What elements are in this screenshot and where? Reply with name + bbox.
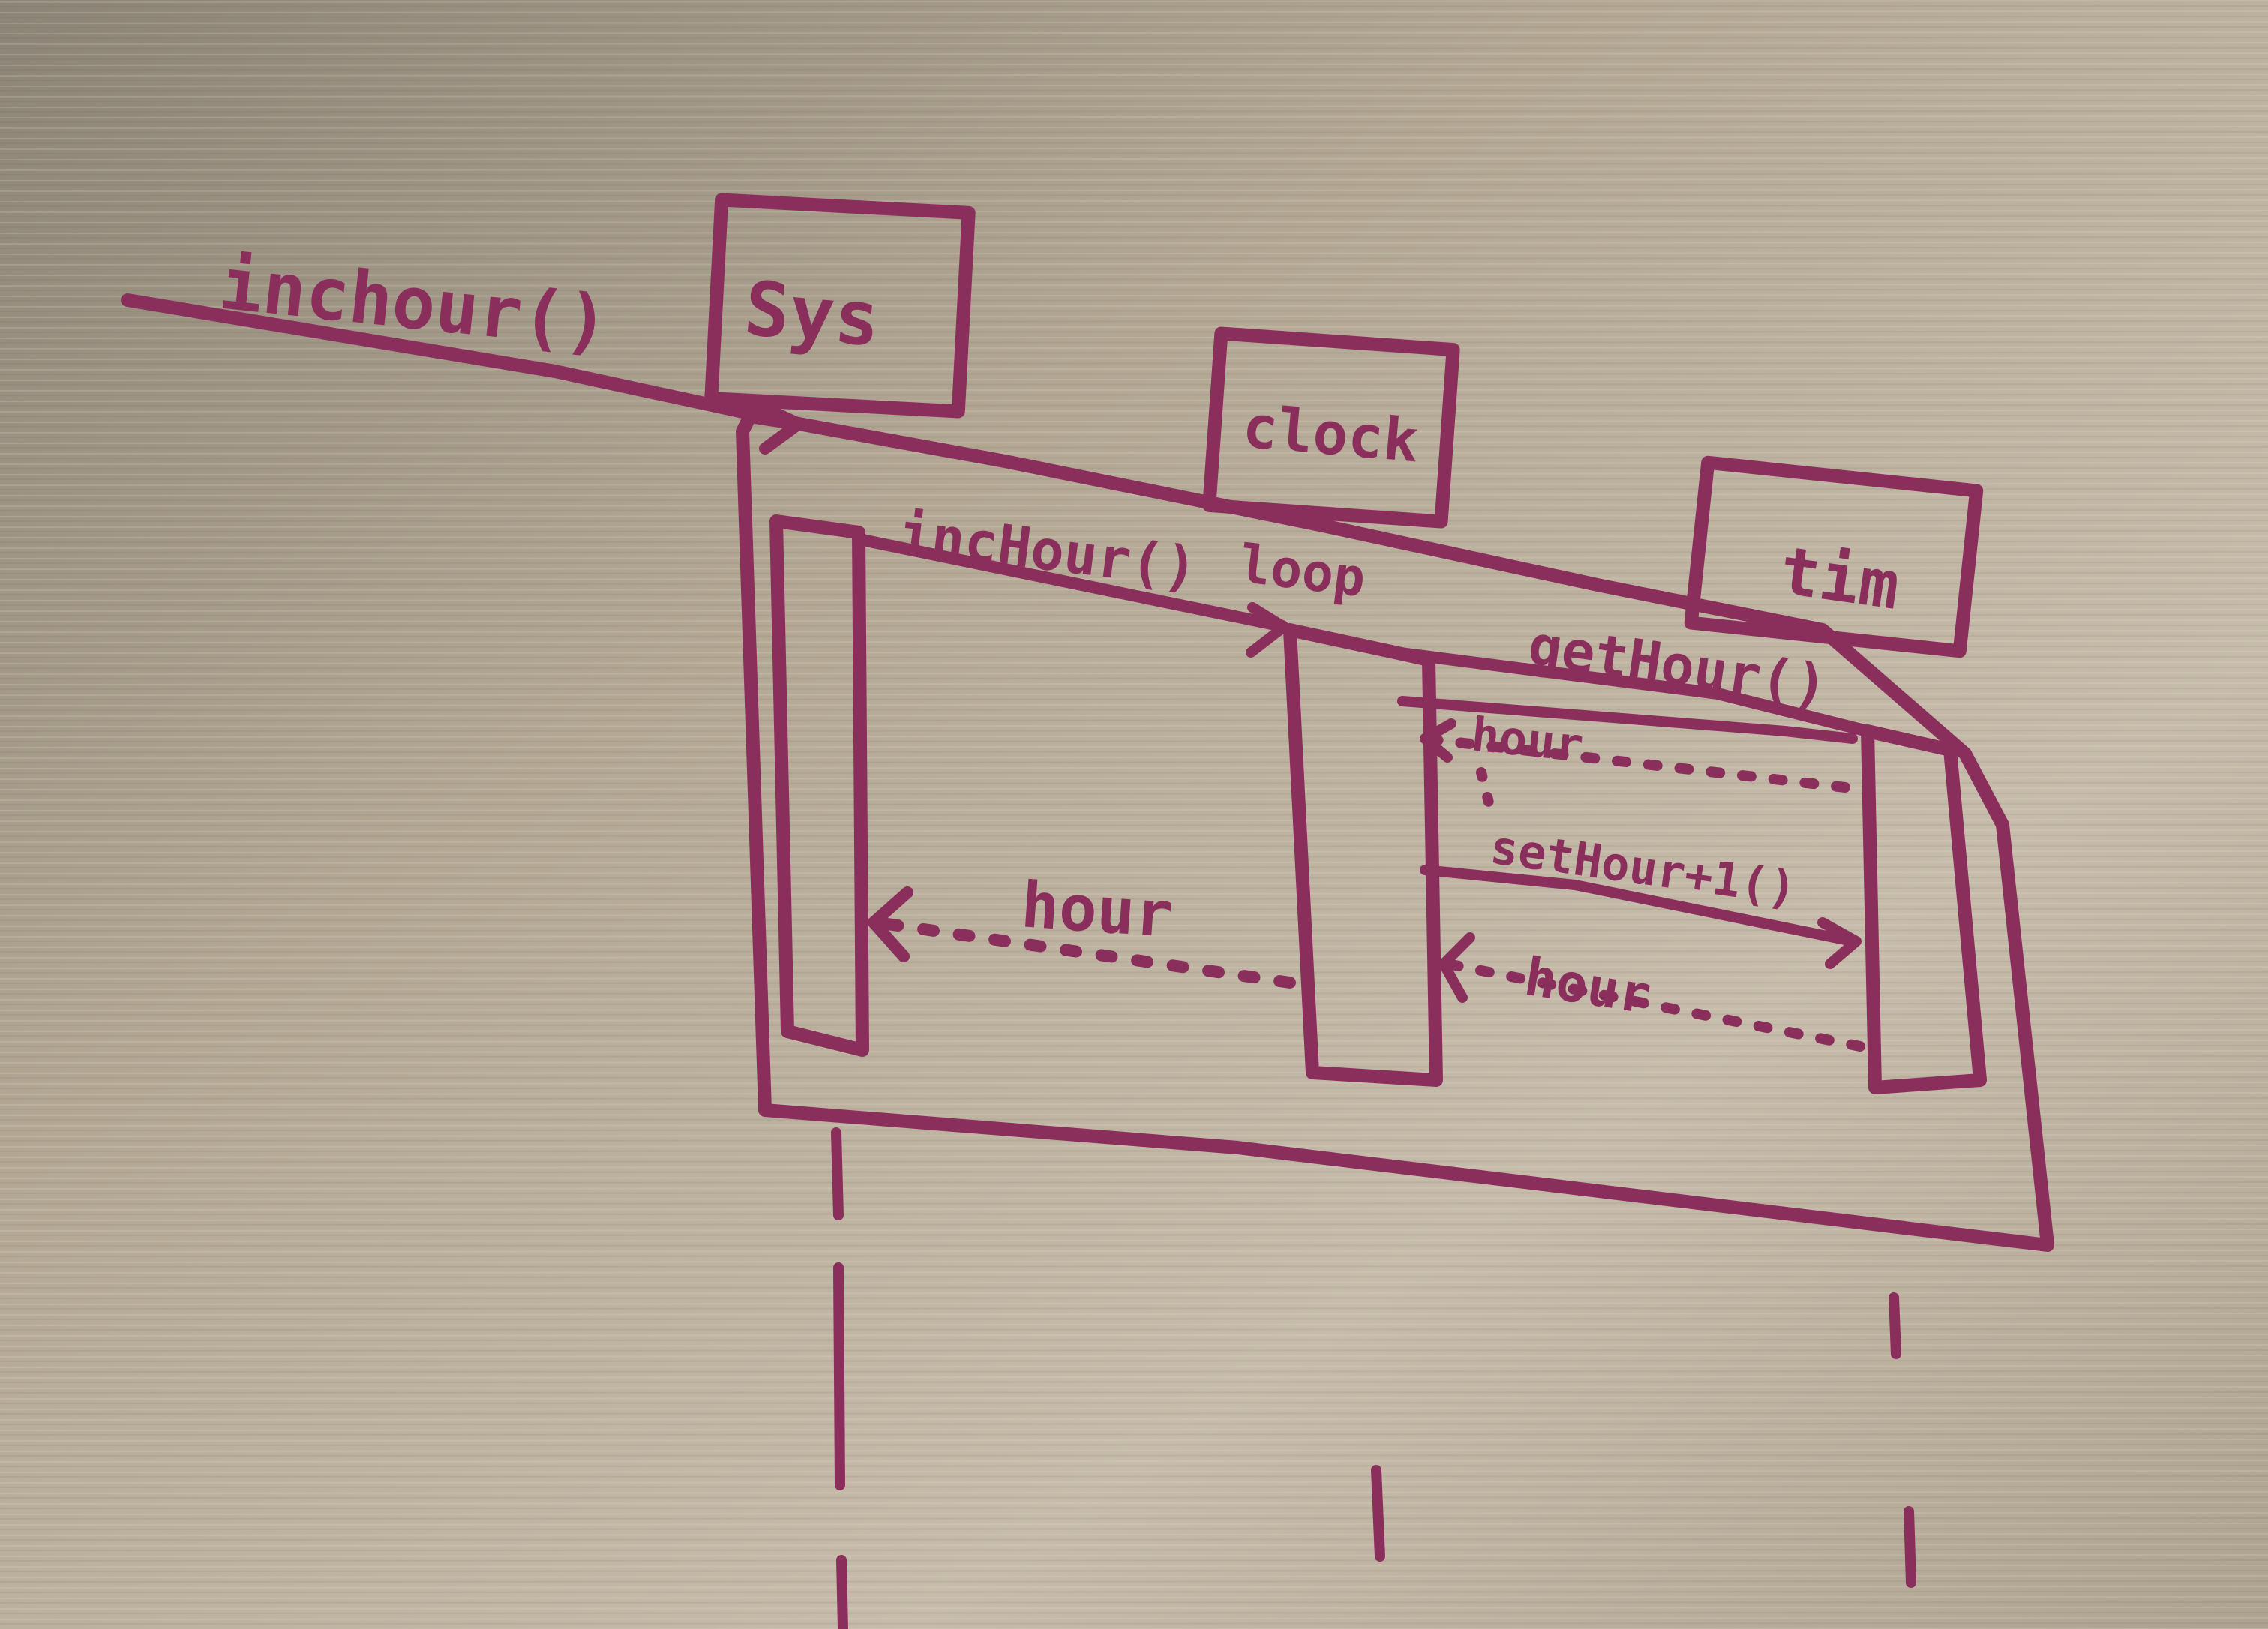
dotted-continuation (1476, 767, 1498, 823)
lifeline-clock-dashes (1371, 1465, 1385, 1562)
return-hour-2-arrowhead (1438, 932, 1475, 1003)
return-hour-1-arrow (1420, 734, 1850, 793)
lifeline-sys-label: Sys (741, 264, 884, 363)
caller-message-arrow (121, 293, 806, 430)
message-gethour-arrow (1397, 696, 1858, 744)
message-inchour-arrow (856, 534, 1288, 632)
return-hour-2-arrow (1442, 958, 1865, 1052)
lifeline-clock-box (1202, 326, 1460, 529)
message-inchour-arrowhead (1246, 602, 1289, 658)
return-hour-3-arrowhead (868, 886, 914, 962)
return-hour-3-arrow (872, 916, 1296, 988)
message-sethour-arrowhead (1817, 917, 1862, 969)
lifeline-sys-dashes (831, 1127, 848, 1629)
lifeline-time-label: tim (1775, 532, 1904, 625)
loop-frame (736, 410, 2054, 1252)
lifeline-clock-label: clock (1240, 393, 1421, 476)
lifeline-sys-box (704, 193, 976, 418)
return-hour-3-label: hour (1019, 868, 1176, 952)
loop-fragment-label: loop (1236, 532, 1369, 609)
time-activation-bar (1861, 724, 1987, 1094)
clock-inner-region (1389, 646, 1874, 737)
message-sethour-arrow (1420, 865, 1858, 946)
return-hour-1-label: hour (1468, 706, 1586, 772)
return-hour-1-arrowhead (1420, 718, 1456, 763)
sys-activation-bar (770, 514, 869, 1057)
lifeline-time-dashes (1888, 1292, 1916, 1588)
